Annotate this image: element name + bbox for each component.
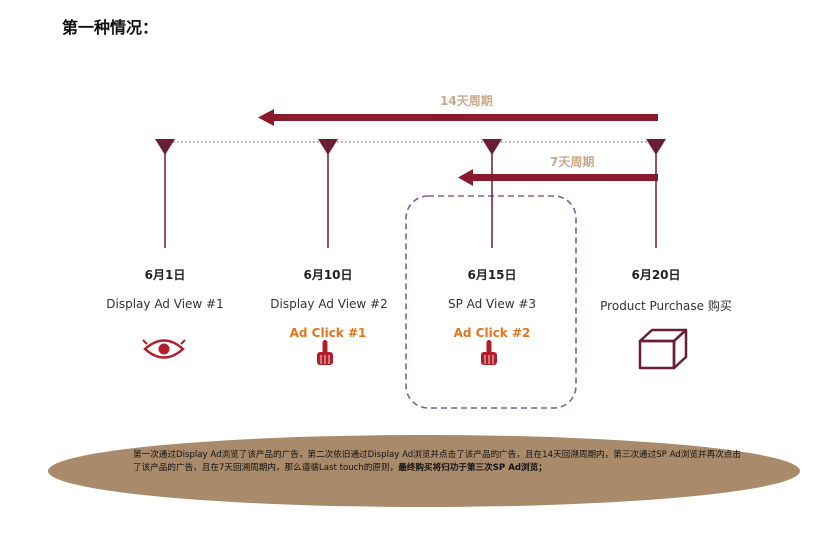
timeline-marker-1 <box>155 139 175 248</box>
event-label-4: Product Purchase 购买 <box>600 299 732 313</box>
period-arrow-14 <box>258 109 658 126</box>
period-label-14: 14天周期 <box>440 94 493 108</box>
summary-text: 第一次通过Display Ad浏览了该产品的广告，第二次依旧通过Display … <box>133 449 745 475</box>
ad-click-label-1: Ad Click #1 <box>289 326 367 340</box>
event-date-4: 6月20日 <box>631 268 681 282</box>
box-icon <box>638 328 688 370</box>
summary-ellipse <box>48 435 800 507</box>
timeline-marker-4 <box>646 139 666 248</box>
hand-pointer-icon <box>481 340 497 365</box>
ad-click-label-2: Ad Click #2 <box>453 326 531 340</box>
period-arrow-7 <box>458 169 658 186</box>
hand-pointer-icon <box>317 340 333 365</box>
event-date-3: 6月15日 <box>467 268 517 282</box>
highlight-box <box>405 195 577 409</box>
event-label-3: SP Ad View #3 <box>447 297 537 311</box>
period-label-7: 7天周期 <box>550 155 595 169</box>
page-title: 第一种情况： <box>62 18 159 37</box>
event-date-1: 6月1日 <box>144 268 186 282</box>
event-label-2: Display Ad View #2 <box>270 297 388 311</box>
eye-icon <box>142 339 186 359</box>
timeline-marker-3 <box>482 139 502 248</box>
timeline-marker-2 <box>318 139 338 248</box>
summary-conclusion: 最终购买将归功于第三次SP Ad浏览； <box>398 463 547 473</box>
event-date-2: 6月10日 <box>303 268 353 282</box>
summary-body: 第一次通过Display Ad浏览了该产品的广告，第二次依旧通过Display … <box>133 450 741 473</box>
event-label-1: Display Ad View #1 <box>106 297 224 311</box>
